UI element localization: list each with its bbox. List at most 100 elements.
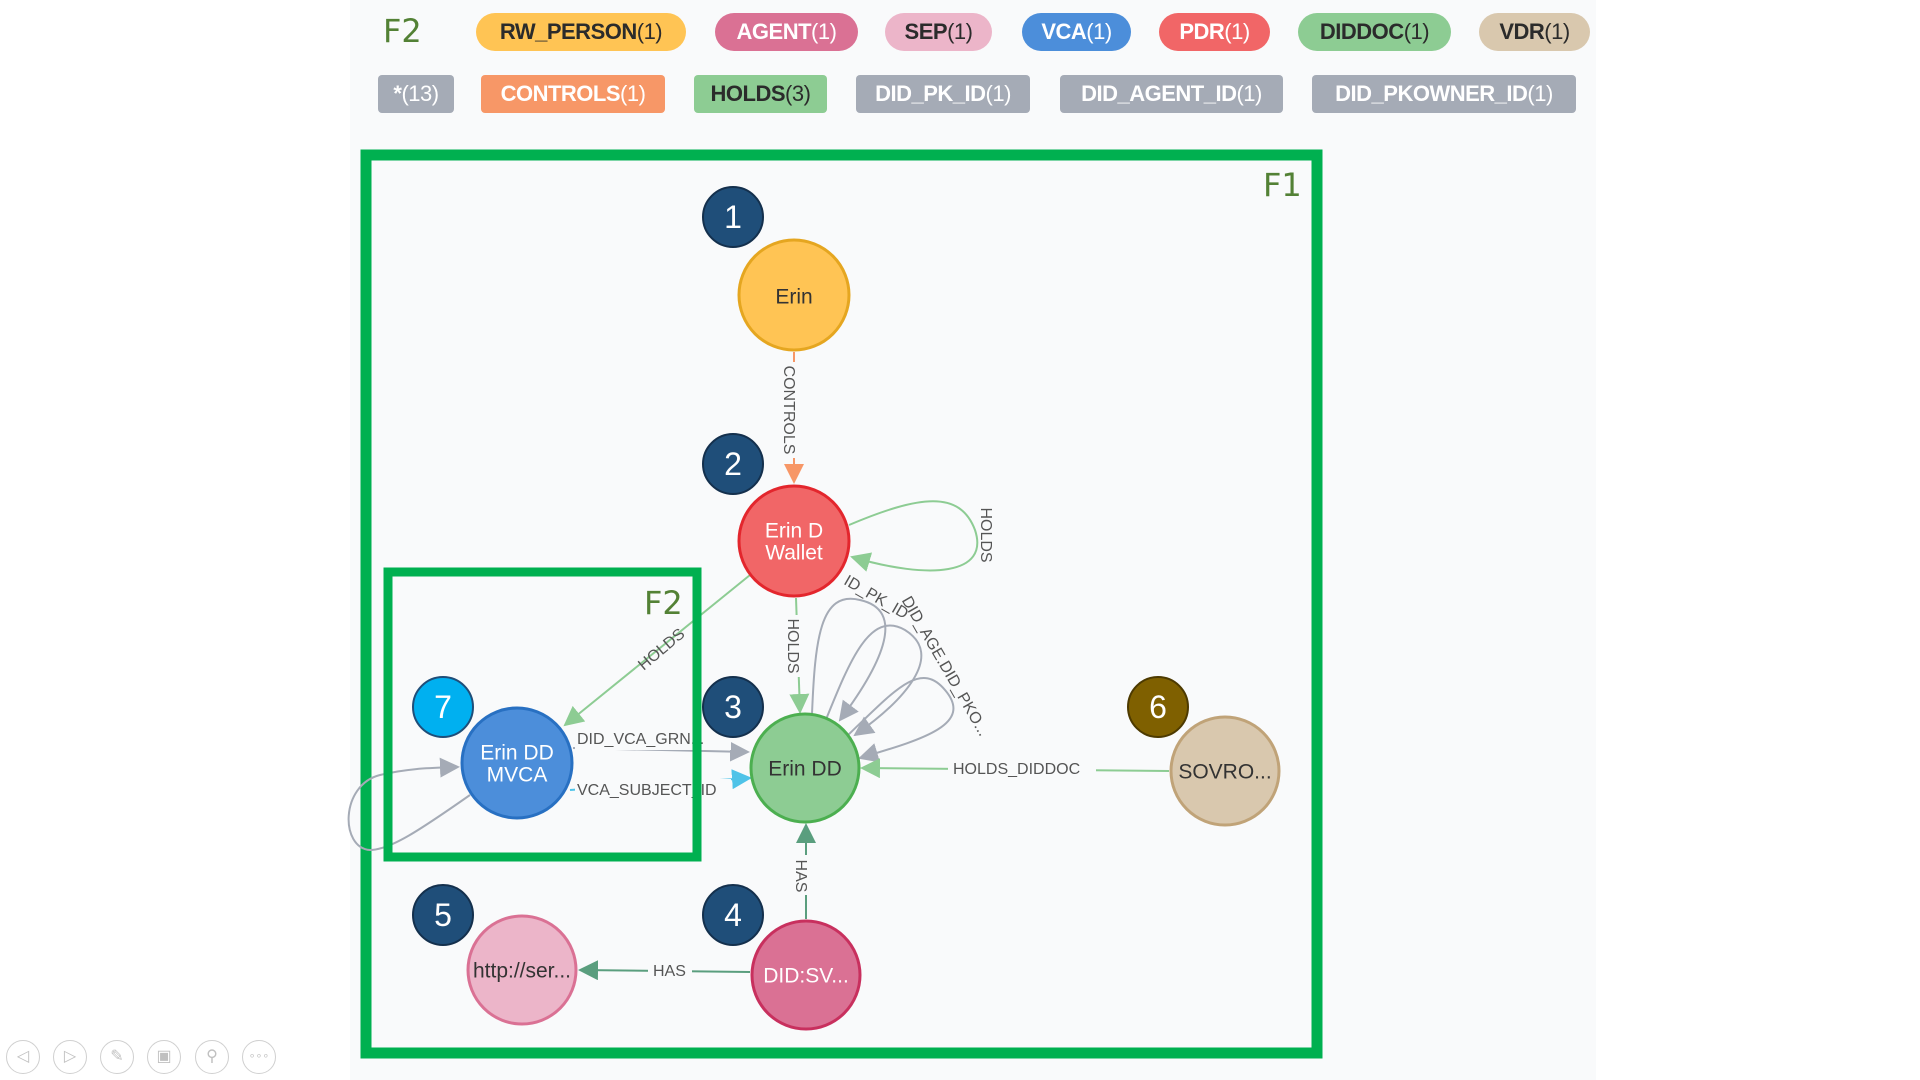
node-did-sv[interactable]: DID:SV... <box>750 919 862 1031</box>
svg-text:Wallet: Wallet <box>765 542 823 565</box>
more-icon: ∘∘∘ <box>248 1050 270 1062</box>
svg-text:Erin: Erin <box>775 286 812 309</box>
edge-label-vca-subject-id: VCA_SUBJECT_ID <box>577 782 717 799</box>
relationship-chip-did-pk-id[interactable]: DID_PK_ID(1) <box>856 75 1030 113</box>
label-chip-vca[interactable]: VCA(1) <box>1022 13 1131 51</box>
chip-name: DID_PK_ID <box>875 81 986 106</box>
edge-did-self-loops[interactable] <box>811 597 955 763</box>
arrow-right-icon: ▷ <box>63 1048 77 1065</box>
frame-f1 <box>360 149 1323 1059</box>
svg-text:Erin DD: Erin DD <box>480 742 554 765</box>
chip-count: (3) <box>785 81 811 106</box>
edge-label-has-dd: HAS <box>792 860 809 893</box>
chip-name: CONTROLS <box>500 81 621 106</box>
label-chip-sep[interactable]: SEP(1) <box>885 13 992 51</box>
chip-count: (1) <box>947 19 973 44</box>
edge-holds-diddoc[interactable]: HOLDS_DIDDOC <box>860 758 1170 780</box>
chip-count: (1) <box>1086 19 1112 44</box>
svg-text:MVCA: MVCA <box>487 764 548 787</box>
edge-label-holds-diddoc: HOLDS_DIDDOC <box>953 761 1080 778</box>
svg-text:Erin DD: Erin DD <box>768 758 842 781</box>
legend-frame-label: F2 <box>383 12 422 50</box>
previous-slide-button[interactable]: ◁ <box>6 1040 40 1074</box>
edge-label-did-vca-grn: DID_VCA_GRN... <box>577 731 704 748</box>
chip-count: (1) <box>1544 19 1570 44</box>
chip-name: AGENT <box>736 19 812 44</box>
node-erin-d-wallet[interactable]: Erin D Wallet <box>737 484 851 598</box>
more-button[interactable]: ∘∘∘ <box>242 1040 276 1074</box>
svg-text:Erin D: Erin D <box>765 520 823 543</box>
frame-f2 <box>383 567 702 862</box>
magnifier-icon: ⚲ <box>206 1048 218 1065</box>
badge-7: 7 <box>412 676 474 738</box>
relationship-chip-[interactable]: *(13) <box>378 75 454 113</box>
relationship-chip-did-agent-id[interactable]: DID_AGENT_ID(1) <box>1060 75 1283 113</box>
frame-f1-label: F1 <box>1263 166 1302 204</box>
node-erin-dd[interactable]: Erin DD <box>749 712 861 824</box>
edge-label-holds-self: HOLDS <box>977 507 994 562</box>
edge-vca-subject-id[interactable]: VCA_SUBJECT_ID <box>569 769 752 801</box>
relationship-chip-controls[interactable]: CONTROLS(1) <box>481 75 665 113</box>
slides-icon: ▣ <box>156 1048 172 1065</box>
relationship-chip-did-pkowner-id[interactable]: DID_PKOWNER_ID(1) <box>1312 75 1576 113</box>
badge-3: 3 <box>702 676 764 738</box>
svg-text:5: 5 <box>434 897 452 933</box>
label-chip-pdr[interactable]: PDR(1) <box>1159 13 1270 51</box>
edge-did-vca-grn[interactable]: DID_VCA_GRN... <box>572 728 750 762</box>
node-sovro[interactable]: SOVRO... <box>1169 715 1281 827</box>
edge-holds-wallet-dd[interactable]: HOLDS <box>784 597 810 714</box>
node-http-ser[interactable]: http://ser... <box>466 914 578 1026</box>
edge-label-did-pk-id: ID_PK_ID <box>841 572 911 622</box>
chip-name: HOLDS <box>710 81 786 106</box>
relationship-chip-holds[interactable]: HOLDS(3) <box>694 75 827 113</box>
chip-count: (1) <box>636 19 663 44</box>
chip-count: (1) <box>1403 19 1430 44</box>
chip-name: VCA <box>1041 19 1087 44</box>
svg-text:1: 1 <box>724 199 742 235</box>
svg-text:7: 7 <box>434 689 452 725</box>
chip-name: PDR <box>1179 19 1225 44</box>
frame-f2-label: F2 <box>644 584 683 622</box>
chip-name: * <box>393 81 402 106</box>
chip-name: DID_PKOWNER_ID <box>1335 81 1528 106</box>
pen-button[interactable]: ✎ <box>100 1040 134 1074</box>
zoom-button[interactable]: ⚲ <box>195 1040 229 1074</box>
edge-has-dd[interactable]: HAS <box>792 823 816 919</box>
label-chip-agent[interactable]: AGENT(1) <box>715 13 858 51</box>
svg-text:DID:SV...: DID:SV... <box>763 965 849 988</box>
chip-name: VDR <box>1499 19 1545 44</box>
graph-panel <box>350 0 1596 1080</box>
chip-name: SEP <box>904 19 948 44</box>
next-slide-button[interactable]: ▷ <box>53 1040 87 1074</box>
edge-has-http[interactable]: HAS <box>578 960 751 982</box>
edge-controls[interactable]: CONTROLS <box>780 352 804 484</box>
label-chip-vdr[interactable]: VDR(1) <box>1479 13 1590 51</box>
chip-name: DID_AGENT_ID <box>1081 81 1237 106</box>
badge-4: 4 <box>702 884 764 946</box>
node-erin[interactable]: Erin <box>737 238 851 352</box>
edge-label-did-agent: DID_AGE.DID_PKO... <box>898 594 992 740</box>
label-chip-diddoc[interactable]: DIDDOC(1) <box>1298 13 1451 51</box>
edge-holds-self[interactable]: HOLDS <box>848 500 994 572</box>
edge-label-has-http: HAS <box>653 963 686 980</box>
svg-text:http://ser...: http://ser... <box>473 960 571 983</box>
badge-2: 2 <box>702 433 764 495</box>
chip-name: RW_PERSON <box>499 19 637 44</box>
edge-label-controls: CONTROLS <box>780 366 797 455</box>
svg-text:3: 3 <box>724 689 742 725</box>
badge-5: 5 <box>412 884 474 946</box>
slides-button[interactable]: ▣ <box>147 1040 181 1074</box>
node-erin-dd-mvca[interactable]: Erin DD MVCA <box>460 706 574 820</box>
edge-offscreen-loop[interactable] <box>347 757 471 852</box>
label-chip-rw-person[interactable]: RW_PERSON(1) <box>476 13 686 51</box>
chip-count: (1) <box>1224 19 1250 44</box>
svg-text:4: 4 <box>724 897 742 933</box>
chip-count: (1) <box>811 19 837 44</box>
chip-count: (1) <box>1236 81 1262 106</box>
svg-text:2: 2 <box>724 446 742 482</box>
arrow-left-icon: ◁ <box>16 1048 30 1065</box>
chip-count: (1) <box>1527 81 1553 106</box>
chip-count: (1) <box>620 81 646 106</box>
svg-text:SOVRO...: SOVRO... <box>1178 761 1271 784</box>
